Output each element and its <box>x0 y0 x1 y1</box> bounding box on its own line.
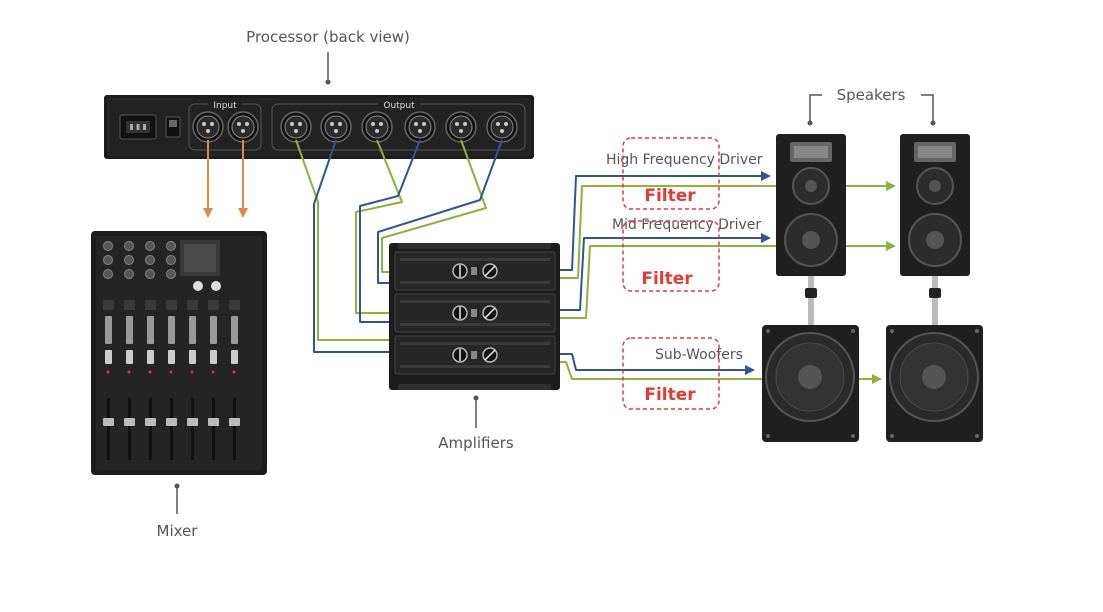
mixer-channel-strip <box>166 241 177 460</box>
mixer-channel-strip <box>187 300 198 460</box>
xlr-connector-icon <box>280 111 312 143</box>
mixer-channel-strip <box>208 300 219 460</box>
mixer-channel-strips <box>103 241 240 460</box>
xlr-connector-icon <box>192 111 224 143</box>
full-range-speaker <box>900 134 970 326</box>
speaker-pole <box>808 276 814 326</box>
filter-label: Filter <box>641 269 693 289</box>
sub-woofer-speaker <box>886 325 983 442</box>
mixer-knob-icon <box>211 281 221 291</box>
xlr-connector-icon <box>320 111 352 143</box>
processor-unit: Input Output <box>104 95 534 159</box>
input-label: Input <box>213 101 237 111</box>
mid-frequency-driver-label: Mid Frequency Driver <box>612 217 761 233</box>
processor-to-mixer-arrows <box>203 140 248 218</box>
processor-to-amplifier-cables <box>295 139 503 353</box>
xlr-connector-icon <box>445 111 477 143</box>
mixer-channel-strip <box>145 241 156 460</box>
amplifier-rack <box>389 243 560 390</box>
mixer-label: Mixer <box>157 483 199 540</box>
speakers-label: Speakers <box>807 86 936 126</box>
processor-title: Processor (back view) <box>246 28 410 46</box>
speaker-stacks <box>762 134 983 442</box>
speakers-title: Speakers <box>837 86 906 104</box>
full-range-speaker <box>776 134 846 326</box>
mixer-knob-icon <box>193 281 203 291</box>
mixer-unit <box>91 231 267 475</box>
high-frequency-driver-label: High Frequency Driver <box>606 152 763 168</box>
output-label: Output <box>383 101 415 111</box>
processor-label: Processor (back view) <box>246 28 410 85</box>
amplifier-unit <box>394 251 556 291</box>
mixer-channel-strip <box>229 300 240 460</box>
amplifier-unit <box>394 335 556 375</box>
output-panel: Output <box>271 99 526 151</box>
xlr-connector-icon <box>486 111 518 143</box>
amplifiers-label: Amplifiers <box>438 395 514 452</box>
mixer-title: Mixer <box>157 522 199 540</box>
xlr-connector-icon <box>227 111 259 143</box>
xlr-connectors <box>192 111 518 143</box>
speaker-pole <box>932 276 938 326</box>
filter-box: Filter <box>622 220 720 292</box>
power-switch-icon <box>165 116 181 138</box>
filter-box: Filter <box>622 337 720 410</box>
sub-woofers-label: Sub-Woofers <box>655 347 743 363</box>
mixer-channel-strip <box>103 241 114 460</box>
sub-woofer-speaker <box>762 325 859 442</box>
filter-box: Filter <box>622 137 720 210</box>
xlr-connector-icon <box>404 111 436 143</box>
amplifier-unit <box>394 293 556 333</box>
amplifiers-title: Amplifiers <box>438 434 514 452</box>
power-socket-icon <box>119 114 157 140</box>
filter-label: Filter <box>644 186 696 206</box>
mixer-channel-strip <box>124 241 135 460</box>
xlr-connector-icon <box>361 111 393 143</box>
filter-label: Filter <box>644 385 696 405</box>
input-panel: Input <box>188 99 262 151</box>
amplifier-to-speaker-cables <box>560 171 896 384</box>
mixer-display-icon <box>180 240 220 276</box>
